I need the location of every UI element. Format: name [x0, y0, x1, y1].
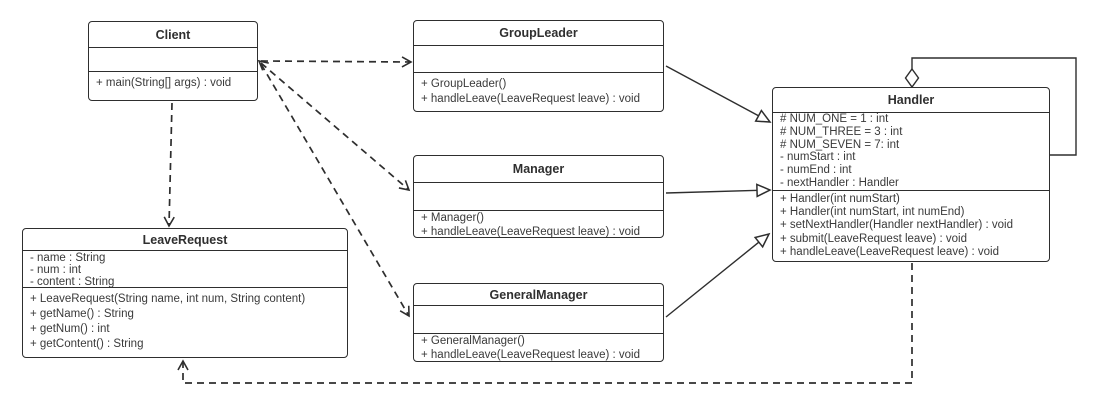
generalization-groupleader-handler [665, 65, 772, 123]
uml-method: + handleLeave(LeaveRequest leave) : void [421, 348, 640, 361]
class-attributes-empty [414, 183, 663, 211]
class-box-manager: Manager + Manager() + handleLeave(LeaveR… [413, 155, 664, 238]
class-box-client: Client + main(String[] args) : void [88, 21, 258, 101]
uml-method: + main(String[] args) : void [96, 77, 232, 89]
dependency-client-groupleader [260, 56, 413, 68]
class-methods: + Manager() + handleLeave(LeaveRequest l… [414, 211, 663, 237]
uml-attribute: # NUM_THREE = 3 : int [780, 125, 903, 138]
class-methods: + GroupLeader() + handleLeave(LeaveReque… [414, 73, 663, 111]
class-box-handler: Handler # NUM_ONE = 1 : int # NUM_THREE … [772, 87, 1050, 262]
uml-method: + setNextHandler(Handler nextHandler) : … [780, 219, 1013, 232]
class-title: Manager [414, 156, 663, 183]
class-methods: + main(String[] args) : void [89, 72, 257, 100]
uml-attribute: - numEnd : int [780, 164, 852, 177]
class-attributes-empty [89, 48, 257, 72]
arrowhead-into-client [257, 59, 269, 71]
class-title: GeneralManager [414, 284, 663, 306]
uml-method: + GroupLeader() [421, 78, 507, 90]
uml-attribute: # NUM_SEVEN = 7: int [780, 138, 900, 151]
generalization-manager-handler [665, 183, 772, 198]
class-attributes-empty [414, 306, 663, 334]
class-title: GroupLeader [414, 21, 663, 46]
dependency-handler-leaverequest [177, 263, 913, 384]
dependency-client-manager [260, 62, 411, 192]
uml-method: + Handler(int numStart) [780, 193, 900, 205]
uml-method: + getContent() : String [30, 338, 144, 350]
class-title: Handler [773, 88, 1049, 113]
class-box-generalmanager: GeneralManager + GeneralManager() + hand… [413, 283, 664, 362]
uml-method: + getName() : String [30, 308, 134, 320]
uml-attribute: - num : int [30, 264, 82, 277]
dependency-client-leaverequest [163, 102, 175, 228]
class-title: Client [89, 22, 257, 48]
uml-method: + handleLeave(LeaveRequest leave) : void [421, 93, 640, 105]
dependency-client-generalmanager [260, 63, 410, 318]
class-methods: + GeneralManager() + handleLeave(LeaveRe… [414, 334, 663, 361]
uml-method: + Manager() [421, 212, 484, 224]
generalization-generalmanager-handler [665, 232, 771, 318]
uml-method: + LeaveRequest(String name, int num, Str… [30, 293, 306, 305]
uml-method: + submit(LeaveRequest leave) : void [780, 232, 967, 245]
class-box-groupleader: GroupLeader + GroupLeader() + handleLeav… [413, 20, 664, 112]
class-attributes: # NUM_ONE = 1 : int # NUM_THREE = 3 : in… [773, 113, 1049, 191]
class-box-leaverequest: LeaveRequest - name : String - num : int… [22, 228, 348, 358]
uml-method: + handleLeave(LeaveRequest leave) : void [780, 245, 999, 258]
uml-method: + getNum() : int [30, 323, 110, 335]
uml-method: + handleLeave(LeaveRequest leave) : void [421, 225, 640, 238]
aggregation-handler-self-line [911, 57, 1077, 156]
uml-attribute: # NUM_ONE = 1 : int [780, 113, 889, 125]
uml-attribute: - nextHandler : Handler [780, 176, 899, 189]
class-title: LeaveRequest [23, 229, 347, 251]
uml-attribute: - content : String [30, 276, 115, 288]
uml-method: + Handler(int numStart, int numEnd) [780, 206, 965, 219]
uml-attribute: - numStart : int [780, 151, 856, 164]
class-attributes: - name : String - num : int - content : … [23, 251, 347, 288]
class-methods: + LeaveRequest(String name, int num, Str… [23, 288, 347, 357]
class-attributes-empty [414, 46, 663, 73]
class-methods: + Handler(int numStart) + Handler(int nu… [773, 191, 1049, 261]
uml-attribute: - name : String [30, 252, 106, 264]
aggregation-diamond-icon [904, 67, 920, 89]
uml-method: + GeneralManager() [421, 335, 525, 347]
